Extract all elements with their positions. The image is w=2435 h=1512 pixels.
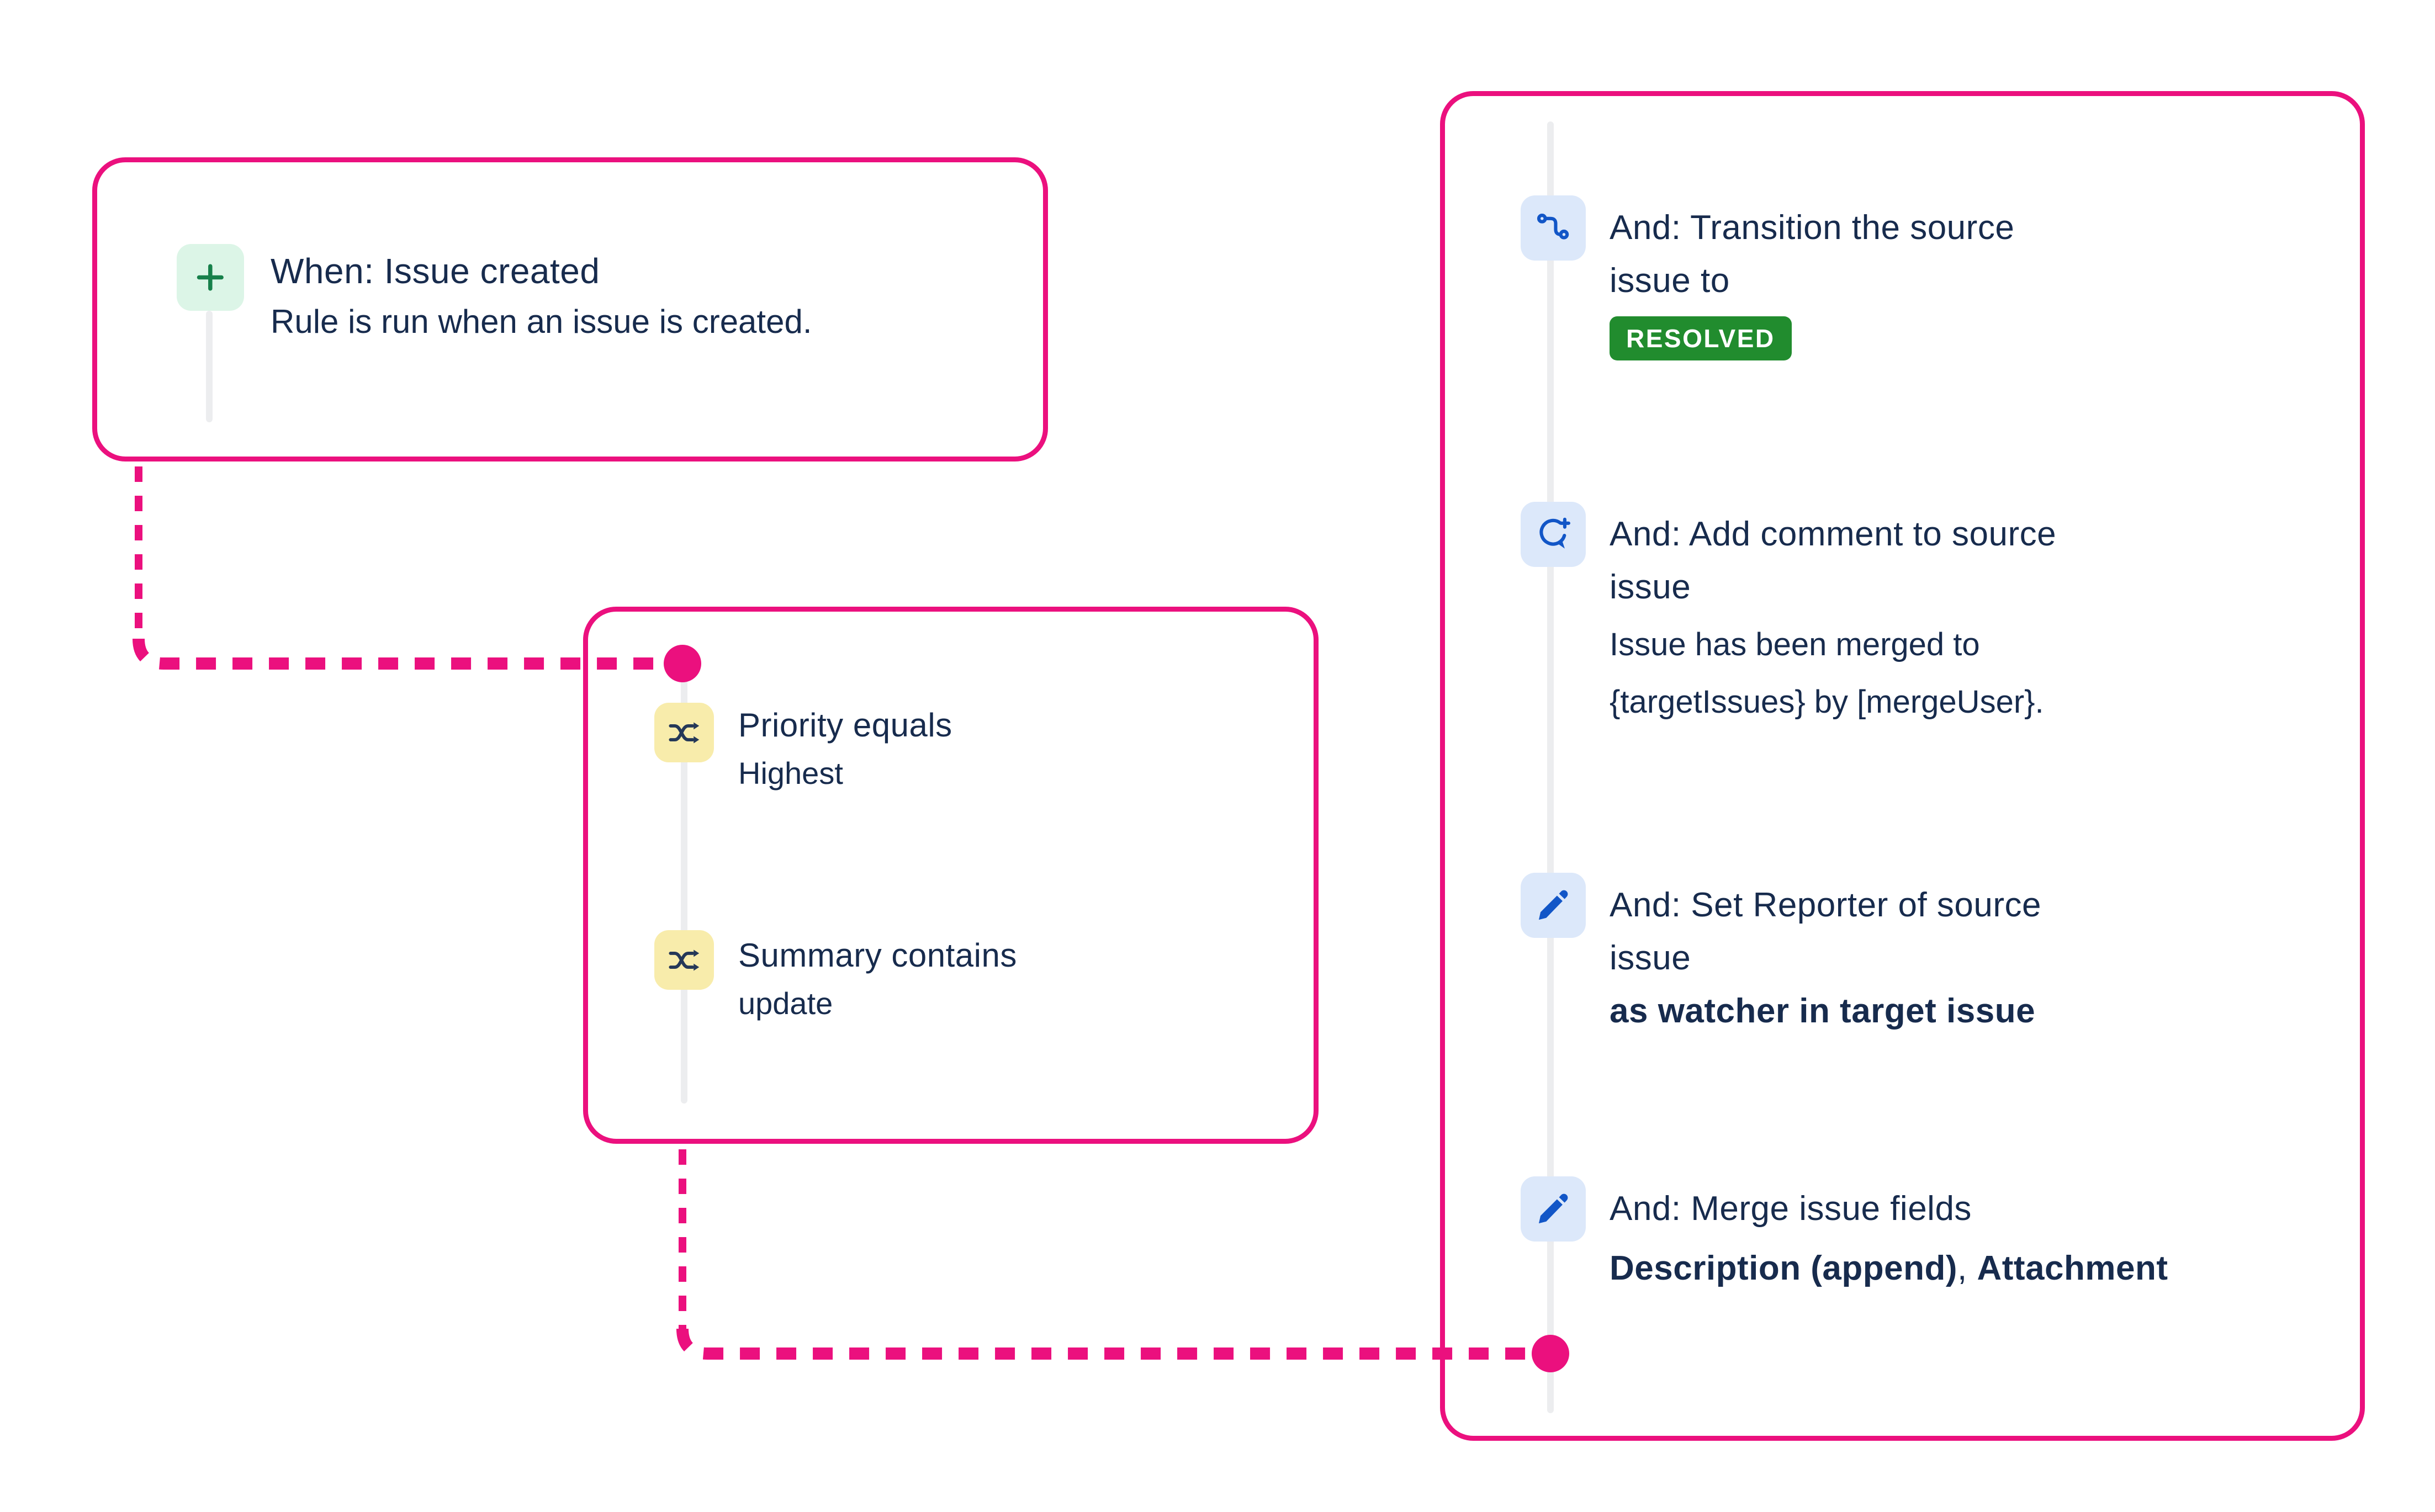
status-badge-resolved: RESOLVED xyxy=(1610,316,1792,360)
transition-icon xyxy=(1521,195,1586,261)
shuffle-icon xyxy=(654,930,714,990)
action-subtitle: Issue has been merged to {targetIssues} … xyxy=(1610,627,2044,720)
trigger-timeline xyxy=(206,311,213,422)
trigger-subtitle: Rule is run when an issue is created. xyxy=(271,303,812,340)
condition-value: Highest xyxy=(738,756,843,791)
trigger-title: When: Issue created xyxy=(271,251,600,291)
action-item-transition[interactable]: And: Transition the source issue to RESO… xyxy=(1610,201,2349,360)
conditions-card[interactable]: Priority equals Highest Summary contains… xyxy=(583,607,1319,1144)
action-emphasis: as watcher in target issue xyxy=(1610,992,2036,1030)
connector-conditions-horizontal xyxy=(676,1328,1550,1360)
trigger-card[interactable]: When: Issue created Rule is run when an … xyxy=(92,157,1048,461)
action-title: And: Merge issue fields xyxy=(1610,1190,1972,1228)
action-fields: Description (append), Attachment xyxy=(1610,1249,2168,1287)
action-title: And: Add comment to source issue xyxy=(1610,515,2057,606)
action-item-add-comment[interactable]: And: Add comment to source issue Issue h… xyxy=(1610,508,2349,731)
condition-title: Summary contains xyxy=(738,937,1017,974)
shuffle-icon xyxy=(654,703,714,762)
action-item-merge-fields[interactable]: And: Merge issue fields Description (app… xyxy=(1610,1182,2349,1295)
action-title: And: Transition the source issue to xyxy=(1610,209,2015,300)
condition-item[interactable]: Summary contains update xyxy=(738,935,1017,1023)
actions-card[interactable]: And: Transition the source issue to RESO… xyxy=(1440,91,2365,1441)
action-item-set-reporter[interactable]: And: Set Reporter of source issue as wat… xyxy=(1610,879,2349,1038)
conditions-timeline xyxy=(681,665,687,1104)
pencil-icon xyxy=(1521,1176,1586,1242)
actions-timeline xyxy=(1547,121,1554,1413)
action-title: And: Set Reporter of source issue xyxy=(1610,886,2042,977)
pencil-icon xyxy=(1521,873,1586,938)
condition-title: Priority equals xyxy=(738,707,952,744)
trigger-text: When: Issue created Rule is run when an … xyxy=(271,250,812,342)
plus-icon xyxy=(177,244,244,311)
condition-value: update xyxy=(738,986,833,1021)
comment-add-icon xyxy=(1521,502,1586,567)
condition-item[interactable]: Priority equals Highest xyxy=(738,704,952,793)
